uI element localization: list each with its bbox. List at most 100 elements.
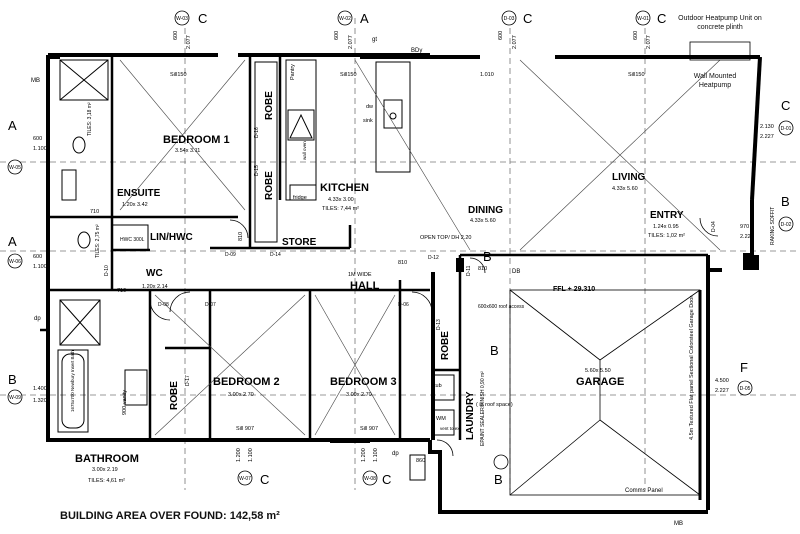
tag-d05: D-05 bbox=[740, 386, 751, 392]
sill-907-1: Sill 907 bbox=[236, 426, 254, 432]
door-d10: D-10 bbox=[104, 265, 110, 276]
dim-b1-b: 1.100 bbox=[248, 448, 254, 462]
sill-2: Sill150 bbox=[340, 72, 357, 78]
gt-note: gt bbox=[372, 37, 377, 43]
bath-note: 1675x700 Newbury Insert Bath bbox=[70, 350, 75, 412]
bedroom1-label: BEDROOM 1 bbox=[163, 134, 230, 146]
dim-left3-a: 1.400 bbox=[33, 386, 47, 392]
dim-right2-b: 2.227 bbox=[740, 234, 754, 240]
ensuite-size: 1.20x 3.42 bbox=[122, 202, 148, 208]
dim-w03-a: 600 bbox=[173, 31, 179, 40]
garage-door-note: 4.5m Textured Flat panel Sectional Color… bbox=[689, 296, 695, 440]
tag-w02: W-02 bbox=[339, 16, 351, 22]
letter-c-6: C bbox=[781, 98, 790, 113]
dim-w02-a: 600 bbox=[334, 31, 340, 40]
store-label: STORE bbox=[282, 237, 317, 248]
hwc-note: HWC 300L bbox=[120, 237, 145, 243]
door-swings bbox=[149, 217, 719, 457]
roof-access-note: 600x600 roof access bbox=[478, 304, 525, 310]
dimensions: 600 2.077 600 2.077 600 2.077 600 2.077 … bbox=[33, 31, 774, 464]
entry-label: ENTRY bbox=[650, 210, 684, 221]
garage-size: 5.60x 5.50 bbox=[585, 368, 611, 374]
dim-left2-b: 1.100 bbox=[33, 264, 47, 270]
door-d04: D-04 bbox=[711, 221, 717, 232]
tag-w01: W-01 bbox=[637, 16, 649, 22]
dim-b1-a: 1.200 bbox=[236, 448, 242, 462]
wall-heatpump-note: Wall Mounted Heatpump bbox=[693, 73, 737, 89]
tag-d01: D-01 bbox=[781, 126, 792, 132]
dim-right1-a: 2.130 bbox=[760, 124, 774, 130]
dim-w01-a: 600 bbox=[633, 31, 639, 40]
living-size: 4.33x 5.60 bbox=[612, 186, 638, 192]
sill-907-2: Sill 907 bbox=[360, 426, 378, 432]
hall-note: 1M WIDE bbox=[348, 272, 372, 278]
dim-right1-b: 2.227 bbox=[760, 134, 774, 140]
dim-right3-a: 4.500 bbox=[715, 378, 729, 384]
letter-c-5: C bbox=[382, 472, 391, 487]
dp-note-1: dp bbox=[34, 316, 41, 322]
bathroom-tiles: TILES: 4,61 m² bbox=[88, 478, 125, 484]
letter-a-1: A bbox=[360, 11, 369, 26]
wc-tiles-note: TILES: 2,75 m² bbox=[95, 224, 101, 258]
hall-label: HALL bbox=[350, 280, 380, 292]
letter-c-2: C bbox=[523, 11, 532, 26]
kitchen-fixtures bbox=[254, 59, 411, 243]
dim-810-b: 810 bbox=[398, 260, 407, 266]
section-bubbles bbox=[7, 10, 794, 486]
robe-b2-label: ROBE bbox=[169, 381, 180, 410]
letter-c-4: C bbox=[260, 472, 269, 487]
bedroom2-size: 3.00x 2.70 bbox=[228, 392, 254, 398]
dim-900: 900 vanity bbox=[122, 390, 128, 415]
letter-c-3: C bbox=[657, 11, 666, 26]
tag-w05: W-05 bbox=[9, 165, 21, 171]
annotations: Outdoor Heatpump Unit on concrete plinth… bbox=[31, 15, 776, 527]
pantry-note: Pantry bbox=[290, 64, 296, 80]
dim-710-b: 710 bbox=[117, 288, 126, 294]
door-d11: D-11 bbox=[466, 265, 472, 276]
letter-b-2: B bbox=[781, 194, 790, 209]
dim-710-a: 710 bbox=[90, 209, 99, 215]
wall-blocks bbox=[48, 55, 759, 443]
mb-note: MB bbox=[674, 521, 683, 527]
bedroom3-label: BEDROOM 3 bbox=[330, 376, 397, 388]
letter-b-1: B bbox=[8, 372, 17, 387]
ensuite-tiles-note: TILES: 3,18 m² bbox=[87, 102, 93, 136]
letter-a-3: A bbox=[8, 234, 17, 249]
dim-w03-b: 2.077 bbox=[186, 35, 192, 49]
dim-d03-a: 600 bbox=[498, 31, 504, 40]
lin-hwc-label: LIN/HWC bbox=[150, 232, 193, 243]
letter-b-5: B bbox=[494, 472, 503, 487]
bedroom3-size: 3.00x 2.70 bbox=[346, 392, 372, 398]
tub-note: tub bbox=[434, 383, 442, 389]
tag-d03: D-03 bbox=[504, 16, 515, 22]
dining-size: 4.33x 5.60 bbox=[470, 218, 496, 224]
door-d13: D-13 bbox=[436, 319, 442, 330]
in-roof-note: ( in roof space) bbox=[476, 402, 513, 408]
letter-a-2: A bbox=[8, 118, 17, 133]
ffl-note: FFL + 29.310 bbox=[553, 286, 595, 293]
kitchen-tiles: TILES: 7,44 m² bbox=[322, 206, 359, 212]
robe-b3-label: ROBE bbox=[440, 331, 451, 360]
fridge-note: fridge bbox=[293, 195, 307, 201]
oven-note: wall oven bbox=[302, 141, 307, 160]
entry-size: 1.24x 0.95 bbox=[653, 224, 679, 230]
kitchen-label: KITCHEN bbox=[320, 182, 369, 194]
dim-right3-b: 2.227 bbox=[715, 388, 729, 394]
sill-1: Sill150 bbox=[170, 72, 187, 78]
bathroom-size: 3.00x 2.19 bbox=[92, 467, 118, 473]
dp-note-2: dp bbox=[392, 451, 399, 457]
letter-b-3: B bbox=[483, 249, 492, 264]
entry-tiles: TILES: 1,02 m² bbox=[648, 233, 685, 239]
db-note: DB bbox=[512, 269, 520, 275]
dim-810-a: 810 bbox=[238, 232, 244, 241]
wc-size: 1.20x 2.14 bbox=[142, 284, 168, 290]
dim-right2-a: 970 bbox=[740, 224, 749, 230]
door-d06: D-06 bbox=[398, 302, 409, 308]
garage-label: GARAGE bbox=[576, 376, 624, 388]
door-d07: D-07 bbox=[205, 302, 216, 308]
dining-label: DINING bbox=[468, 205, 503, 216]
tag-w03: W-03 bbox=[176, 16, 188, 22]
tag-w09: W-09 bbox=[9, 395, 21, 401]
area-value-text: 142,58 m² bbox=[229, 510, 280, 522]
